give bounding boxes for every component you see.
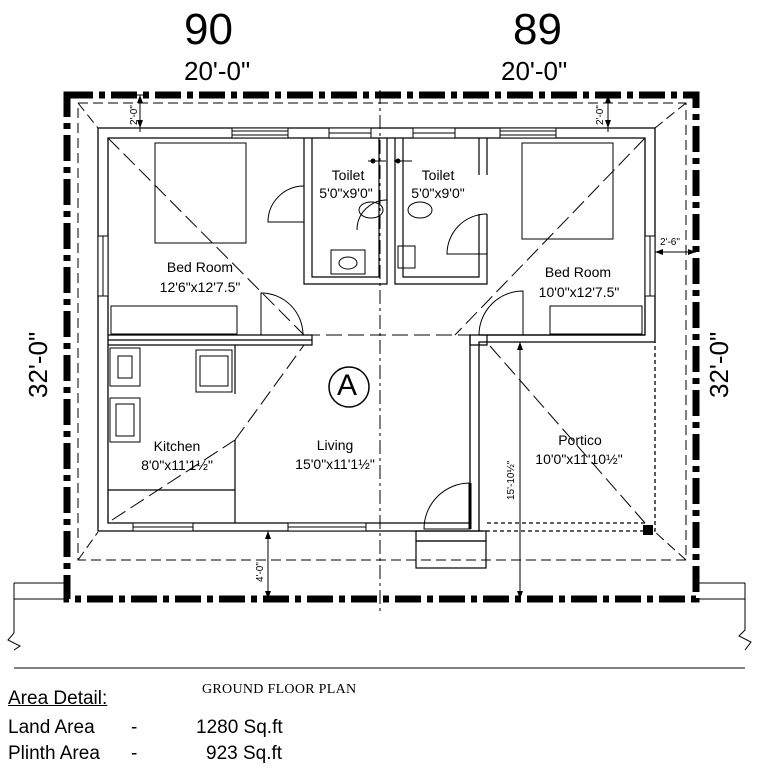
diagonal-lines: [107, 137, 646, 524]
area-row-value: 923 Sq.ft: [206, 743, 283, 764]
plot-width-right: 20'-0": [501, 56, 568, 86]
portico-depth-dim: 15'-10½": [506, 460, 517, 500]
room-living-size: 15'0"x11'1½": [295, 456, 375, 472]
kitchen-fixtures: [109, 347, 233, 443]
area-row-dash: -: [131, 743, 138, 764]
section-marker-label: A: [337, 369, 358, 402]
setback-front: 4'-0": [255, 562, 266, 582]
plot-depth-right: 32'-0": [704, 331, 734, 398]
ground-lines: [7, 582, 752, 669]
room-kitchen-name: Kitchen: [153, 438, 201, 454]
plot-width-left: 20'-0": [184, 56, 251, 86]
plot-boundary: [63, 91, 700, 603]
room-living-name: Living: [316, 437, 354, 453]
setback-top-left: 2'-0": [129, 105, 140, 125]
doors: [260, 185, 524, 530]
room-portico-name: Portico: [558, 432, 602, 448]
interior-walls: [108, 138, 645, 523]
toilet-fixtures: [330, 158, 433, 275]
portico-column: [643, 525, 653, 535]
room-bed-right-name: Bed Room: [544, 264, 612, 280]
setback-right-side: 2'-6": [660, 237, 680, 248]
room-toilet-left-name: Toilet: [331, 167, 365, 183]
area-detail-heading: Area Detail:: [8, 688, 108, 709]
room-bed-right-size: 10'0"x12'7.5": [538, 284, 620, 300]
section-marker: [328, 366, 370, 408]
room-bed-left-name: Bed Room: [166, 259, 234, 275]
dimension-arrows: [137, 95, 696, 599]
room-kitchen-size: 8'0"x11'1½": [141, 457, 213, 473]
windows: [97, 127, 656, 532]
plot-number-left: 90: [184, 5, 233, 54]
area-row-value: 1280 Sq.ft: [196, 717, 283, 738]
room-toilet-right-size: 5'0"x9'0": [411, 185, 465, 201]
room-bed-left-size: 12'6"x12'7.5": [159, 279, 241, 295]
setback-top-right: 2'-0": [595, 105, 606, 125]
plot-number-right: 89: [513, 5, 562, 54]
room-toilet-left-size: 5'0"x9'0": [319, 185, 373, 201]
room-toilet-right-name: Toilet: [421, 167, 455, 183]
plot-depth-left: 32'-0": [23, 331, 53, 398]
room-portico-size: 10'0"x11'10½": [535, 451, 623, 467]
area-row-label: Plinth Area: [8, 743, 100, 764]
beds: [110, 142, 643, 335]
front-step: [415, 530, 487, 569]
roof-outline: [77, 102, 687, 561]
plan-caption: GROUND FLOOR PLAN: [202, 682, 357, 697]
area-row-label: Land Area: [8, 717, 95, 738]
area-row-dash: -: [131, 717, 138, 738]
